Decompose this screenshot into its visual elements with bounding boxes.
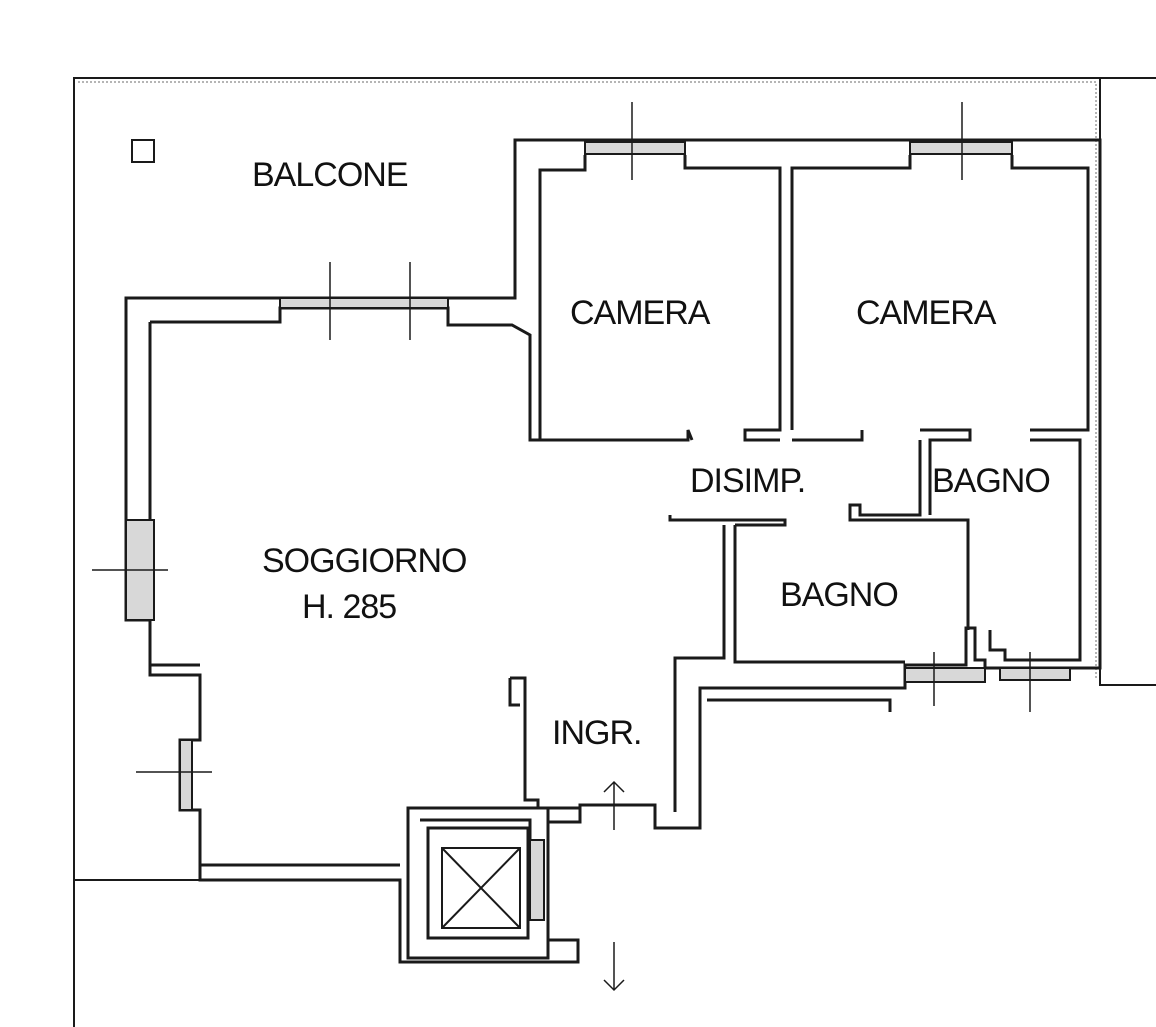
windows (125, 141, 1071, 921)
lift-shaft (406, 806, 550, 960)
label-soggiorno-height: H. 285 (302, 588, 396, 626)
room-labels: BALCONE CAMERA CAMERA DISIMP. BAGNO BAGN… (252, 156, 1051, 752)
entrance-arrow-icon (603, 780, 625, 992)
window-axes (92, 102, 1031, 773)
column-icon (131, 139, 155, 163)
label-bagno-2: BAGNO (932, 462, 1050, 500)
label-ingr: INGR. (552, 714, 641, 752)
label-balcone: BALCONE (252, 156, 408, 194)
label-camera-1: CAMERA (570, 294, 711, 332)
label-bagno-1: BAGNO (780, 576, 898, 614)
label-soggiorno: SOGGIORNO (262, 542, 466, 580)
label-disimp: DISIMP. (690, 462, 805, 500)
label-camera-2: CAMERA (856, 294, 997, 332)
outer-boundary (73, 77, 1156, 1027)
